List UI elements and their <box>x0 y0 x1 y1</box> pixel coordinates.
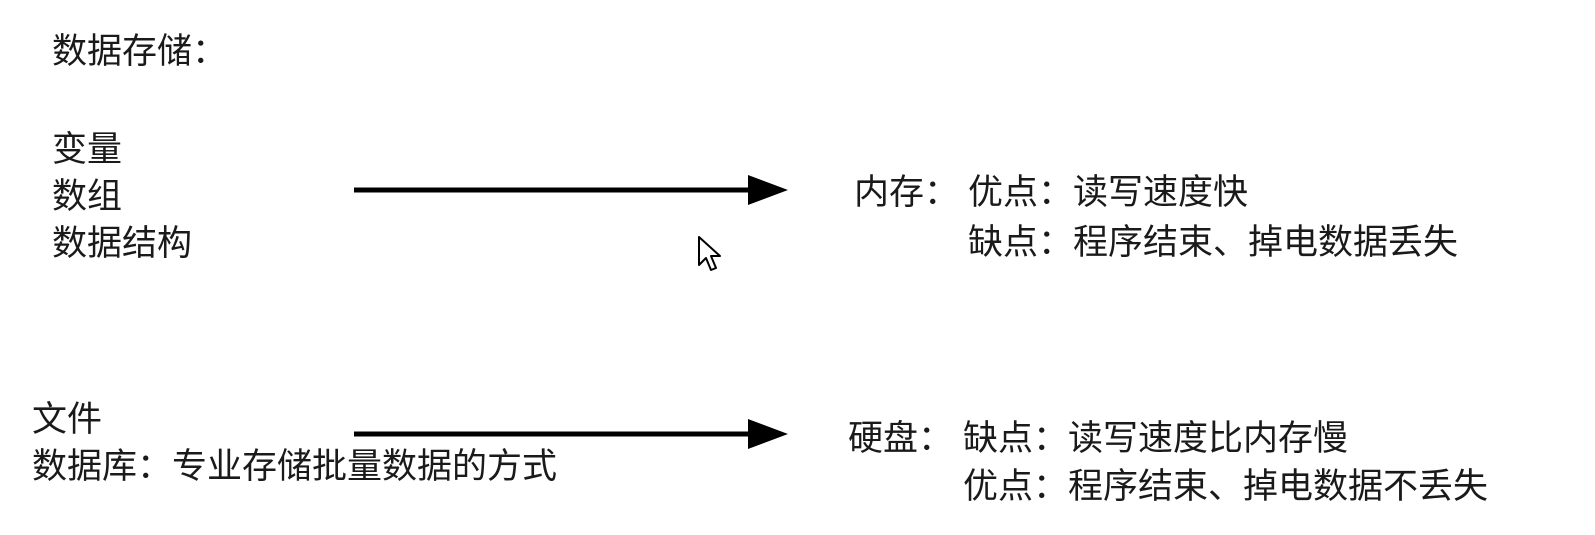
item-database: 数据库：专业存储批量数据的方式 <box>32 447 558 487</box>
item-data-structure: 数据结构 <box>52 224 193 264</box>
memory-pros: 优点：读写速度快 <box>968 173 1249 213</box>
arrow-to-memory <box>354 175 788 205</box>
item-file: 文件 <box>32 400 103 440</box>
item-variable: 变量 <box>52 130 123 170</box>
item-array: 数组 <box>52 177 123 217</box>
disk-pros: 优点：程序结束、掉电数据不丢失 <box>963 467 1489 507</box>
memory-label: 内存： <box>854 173 960 213</box>
disk-cons: 缺点：读写速度比内存慢 <box>963 419 1349 459</box>
memory-cons: 缺点：程序结束、掉电数据丢失 <box>968 223 1459 263</box>
arrow-to-disk <box>354 419 788 449</box>
page-title: 数据存储： <box>52 32 228 72</box>
mouse-pointer-icon <box>698 236 721 271</box>
disk-label: 硬盘： <box>848 419 954 459</box>
